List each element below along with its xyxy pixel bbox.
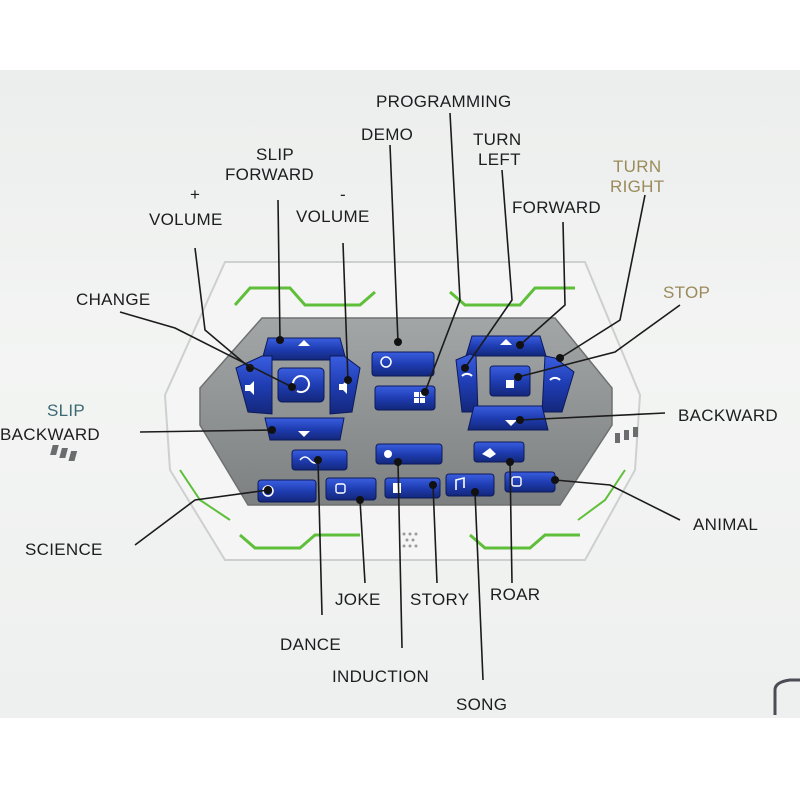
- label-science: SCIENCE: [25, 540, 103, 559]
- roar-button[interactable]: [473, 441, 525, 463]
- label-slip-backward-line1: SLIP: [47, 401, 85, 420]
- volume-up-button[interactable]: [235, 355, 273, 415]
- forward-button[interactable]: [465, 335, 547, 357]
- song-button[interactable]: [445, 473, 495, 497]
- demo-button[interactable]: [371, 351, 435, 377]
- label-change: CHANGE: [76, 290, 151, 309]
- turn-right-button[interactable]: [541, 355, 575, 413]
- buttons: [235, 335, 575, 503]
- induction-button[interactable]: [375, 443, 443, 465]
- label-slip-forward-line1: SLIP: [256, 145, 294, 164]
- corner-fragment: [773, 678, 800, 715]
- label-slip-forward-line2: FORWARD: [225, 165, 314, 184]
- joke-button[interactable]: [325, 477, 377, 501]
- label-joke: JOKE: [335, 590, 381, 609]
- label-backward: BACKWARD: [678, 406, 778, 425]
- label-induction: INDUCTION: [332, 667, 429, 686]
- label-turn-left-line2: LEFT: [478, 150, 521, 169]
- label-demo: DEMO: [361, 125, 413, 144]
- label-volume-minus-sign: -: [340, 185, 346, 204]
- label-stop: STOP: [663, 283, 710, 302]
- animal-button[interactable]: [504, 471, 556, 493]
- label-roar: ROAR: [490, 585, 540, 604]
- science-button[interactable]: [257, 479, 317, 503]
- label-turn-right-line1: TURN: [613, 157, 661, 176]
- stop-button[interactable]: [489, 365, 531, 397]
- slip-backward-button[interactable]: [264, 417, 345, 441]
- leader-lines: [119, 112, 681, 681]
- label-animal: ANIMAL: [693, 515, 758, 534]
- label-volume-plus-sign: +: [190, 185, 200, 204]
- label-programming: PROGRAMMING: [376, 92, 512, 111]
- change-button[interactable]: [277, 367, 325, 403]
- label-volume-minus: VOLUME: [296, 207, 370, 226]
- label-dance: DANCE: [280, 635, 341, 654]
- label-turn-right-line2: RIGHT: [610, 177, 664, 196]
- label-story: STORY: [410, 590, 469, 609]
- labels: PROGRAMMING DEMO TURN LEFT TURN RIGHT SL…: [0, 92, 778, 714]
- volume-down-button[interactable]: [329, 355, 361, 415]
- slip-forward-button[interactable]: [261, 337, 347, 361]
- label-forward: FORWARD: [512, 198, 601, 217]
- backward-button[interactable]: [467, 405, 549, 431]
- label-song: SONG: [456, 695, 507, 714]
- label-volume-plus: VOLUME: [149, 210, 223, 229]
- label-turn-left-line1: TURN: [473, 130, 521, 149]
- label-slip-backward-line2: BACKWARD: [0, 425, 100, 444]
